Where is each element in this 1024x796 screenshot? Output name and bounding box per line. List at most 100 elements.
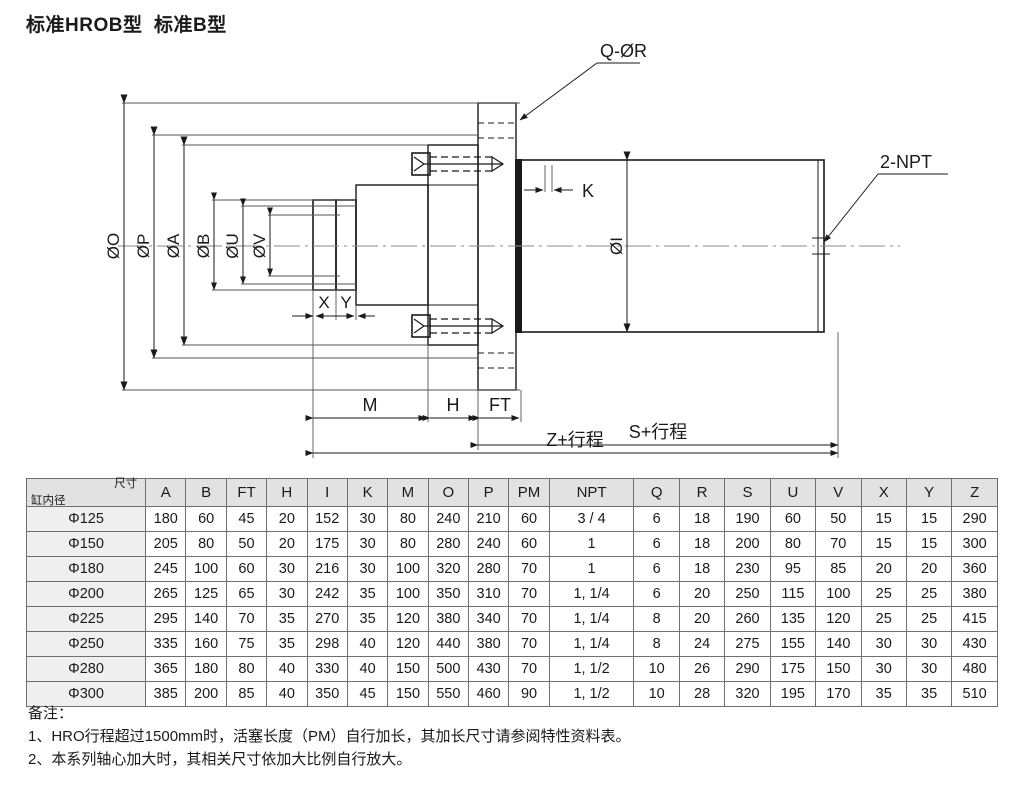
cell-FT: 85 (225, 681, 268, 707)
cell-Q: 6 (633, 556, 680, 582)
cell-bore: Φ200 (25, 581, 147, 607)
cell-M: 150 (387, 681, 429, 707)
cell-A: 205 (145, 531, 187, 557)
note-line-1: 1、HRO行程超过1500mm时，活塞长度（PM）自行加长，其加长尺寸请参阅特性… (28, 728, 631, 745)
cell-B: 160 (185, 631, 227, 657)
cell-I: 216 (306, 556, 348, 582)
cell-R: 28 (678, 681, 726, 707)
cell-NPT: 1 (548, 556, 635, 582)
col-header-K: K (346, 478, 389, 507)
cell-A: 245 (145, 556, 187, 582)
cell-A: 265 (145, 581, 187, 607)
cell-P: 240 (467, 531, 510, 557)
cell-O: 240 (427, 506, 469, 532)
cell-U: 175 (769, 656, 817, 682)
cell-V: 100 (815, 581, 862, 607)
cell-Y: 20 (905, 556, 953, 582)
col-header-FT: FT (225, 478, 268, 507)
col-header-P: P (467, 478, 510, 507)
cell-bore: Φ280 (25, 656, 147, 682)
cell-Q: 10 (633, 681, 680, 707)
cell-B: 180 (185, 656, 227, 682)
cell-R: 20 (678, 606, 726, 632)
cell-PM: 70 (508, 631, 550, 657)
cell-I: 175 (306, 531, 348, 557)
cell-Q: 8 (633, 606, 680, 632)
cell-H: 30 (266, 556, 308, 582)
cell-M: 150 (387, 656, 429, 682)
cell-X: 15 (860, 506, 907, 532)
cell-B: 100 (185, 556, 227, 582)
cell-V: 70 (815, 531, 862, 557)
cell-Q: 10 (633, 656, 680, 682)
cell-Q: 6 (633, 506, 680, 532)
cell-bore: Φ300 (25, 681, 147, 707)
col-header-Q: Q (633, 478, 680, 507)
cell-R: 24 (678, 631, 726, 657)
col-header-U: U (769, 478, 817, 507)
col-header-B: B (185, 478, 227, 507)
cell-H: 35 (266, 631, 308, 657)
cell-K: 35 (346, 581, 389, 607)
cell-I: 330 (306, 656, 348, 682)
cell-R: 20 (678, 581, 726, 607)
cell-K: 40 (346, 631, 389, 657)
cell-P: 430 (467, 656, 510, 682)
cell-B: 60 (185, 506, 227, 532)
cell-FT: 80 (225, 656, 268, 682)
cell-S: 320 (724, 681, 771, 707)
cell-NPT: 1, 1/2 (548, 656, 635, 682)
cell-FT: 75 (225, 631, 268, 657)
dim-label-x: X (318, 293, 329, 312)
cell-S: 190 (724, 506, 771, 532)
cell-FT: 70 (225, 606, 268, 632)
cell-I: 298 (306, 631, 348, 657)
note-line-2: 2、本系列轴心加大时，其相关尺寸依加大比例自行放大。 (28, 751, 412, 768)
cell-O: 380 (427, 606, 469, 632)
cell-X: 25 (860, 581, 907, 607)
cell-M: 80 (387, 531, 429, 557)
cell-PM: 70 (508, 581, 550, 607)
cell-P: 310 (467, 581, 510, 607)
cell-Z: 360 (951, 556, 998, 582)
cell-S: 260 (724, 606, 771, 632)
dim-label-h: H (447, 395, 460, 415)
cell-I: 242 (306, 581, 348, 607)
cell-O: 350 (427, 581, 469, 607)
cell-Q: 8 (633, 631, 680, 657)
notes-heading: 备注： (28, 705, 74, 722)
cell-P: 280 (467, 556, 510, 582)
cell-NPT: 1, 1/4 (548, 606, 635, 632)
cell-K: 45 (346, 681, 389, 707)
cell-PM: 90 (508, 681, 550, 707)
cell-M: 120 (387, 631, 429, 657)
label-port-npt: 2-NPT (880, 152, 932, 172)
cell-A: 335 (145, 631, 187, 657)
cell-Z: 380 (951, 581, 998, 607)
dim-label-phiI: ØI (607, 237, 626, 255)
col-header-Z: Z (951, 478, 998, 507)
cell-O: 550 (427, 681, 469, 707)
cell-P: 340 (467, 606, 510, 632)
cell-I: 270 (306, 606, 348, 632)
cell-bore: Φ225 (25, 606, 147, 632)
cell-Y: 30 (905, 631, 953, 657)
corner-label-bore: 缸内径 (31, 495, 66, 507)
cell-U: 135 (769, 606, 817, 632)
cell-B: 125 (185, 581, 227, 607)
cell-V: 150 (815, 656, 862, 682)
dim-label-ft: FT (489, 395, 511, 415)
col-header-NPT: NPT (548, 478, 635, 507)
page-title: 标准HROB型 标准B型 (26, 15, 227, 36)
cell-Z: 480 (951, 656, 998, 682)
cell-S: 290 (724, 656, 771, 682)
dim-label-phiV: ØV (250, 233, 269, 258)
cell-A: 180 (145, 506, 187, 532)
cell-X: 30 (860, 656, 907, 682)
cell-V: 85 (815, 556, 862, 582)
cell-V: 140 (815, 631, 862, 657)
